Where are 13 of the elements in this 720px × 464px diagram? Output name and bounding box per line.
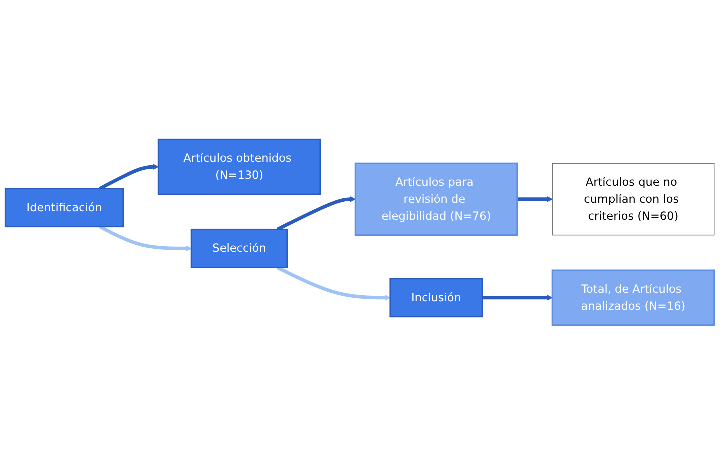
node-box: Identificación [4, 188, 124, 228]
node-box: Inclusión [390, 278, 484, 318]
arrow [99, 224, 192, 252]
node-box: Artículos obtenidos (N=130) [158, 138, 322, 195]
arrow [482, 294, 553, 301]
arrow [276, 266, 391, 301]
node-box: Selección [190, 228, 288, 268]
arrow [276, 196, 356, 231]
node-box: Total, de Artículos analizados (N=16) [552, 269, 716, 326]
node-box: Artículos que no cumplían con los criterios (N=60) [552, 162, 715, 236]
arrow [99, 163, 159, 190]
node-box: Artículos para revisión de elegibilidad (N=76) [354, 162, 518, 236]
arrow [517, 196, 553, 202]
